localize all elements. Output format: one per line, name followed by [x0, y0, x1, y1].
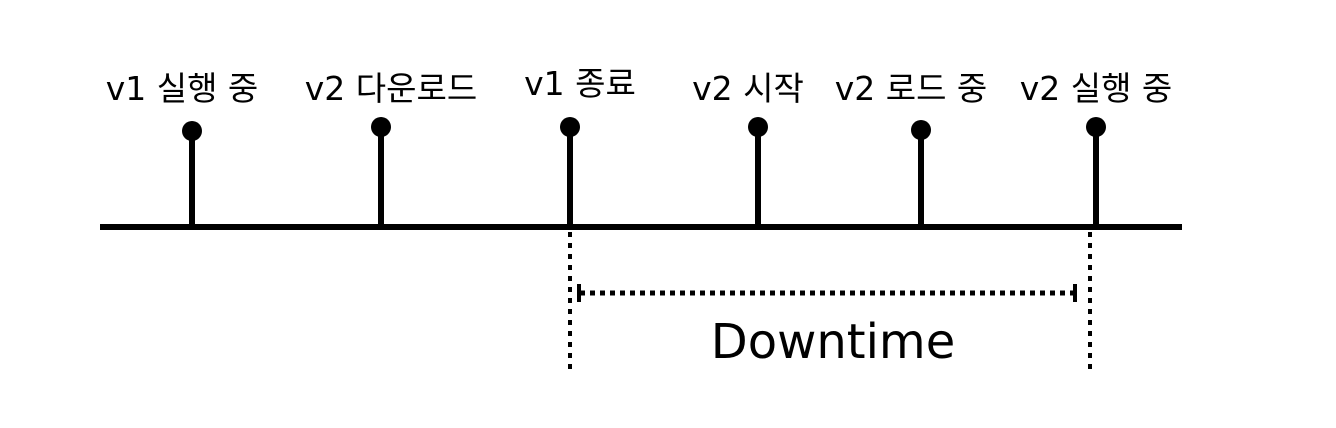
event-label: v2 시작: [692, 69, 804, 108]
event-dot: [748, 117, 768, 137]
downtime-label: Downtime: [711, 314, 955, 370]
event-dot: [182, 121, 202, 141]
event-dot: [911, 120, 931, 140]
event-label: v2 다운로드: [305, 69, 477, 108]
timeline-event: v2 다운로드: [305, 69, 477, 227]
event-label: v1 실행 중: [106, 69, 259, 108]
timeline-event: v2 시작: [692, 69, 804, 227]
timeline-event: v2 로드 중: [835, 69, 988, 227]
event-dot: [1086, 117, 1106, 137]
event-dot: [371, 117, 391, 137]
timeline-events: v1 실행 중 v2 다운로드 v1 종료 v2 시작 v2 로드 중 v2 실행 중: [106, 64, 1173, 227]
event-label: v2 실행 중: [1020, 69, 1173, 108]
downtime-bracket: Downtime: [568, 232, 1092, 372]
event-dot: [560, 117, 580, 137]
timeline-event: v1 종료: [524, 64, 636, 227]
event-label: v1 종료: [524, 64, 636, 103]
event-label: v2 로드 중: [835, 69, 988, 108]
timeline-event: v1 실행 중: [106, 69, 259, 227]
timeline-event: v2 실행 중: [1020, 69, 1173, 227]
